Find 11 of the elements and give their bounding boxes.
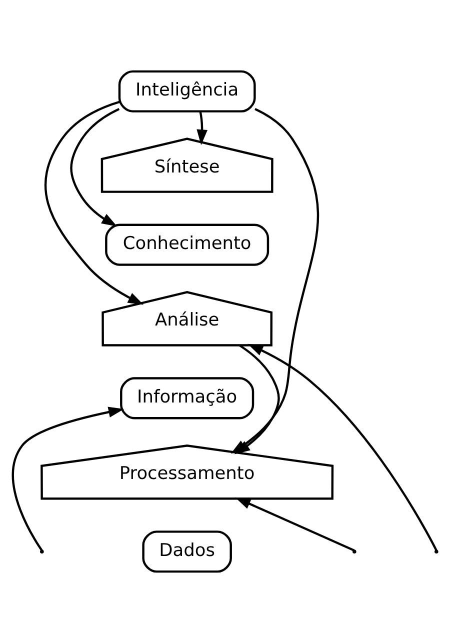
arrow bbox=[196, 112, 208, 146]
arrow bbox=[235, 497, 355, 552]
node-box: Conhecimento bbox=[105, 224, 270, 266]
node-box: Informação bbox=[120, 377, 254, 420]
arrow bbox=[44, 100, 144, 305]
node-box: Dados bbox=[142, 530, 232, 573]
arrow bbox=[12, 406, 124, 552]
arrow bbox=[248, 344, 438, 551]
arrow bbox=[70, 108, 120, 226]
node-box: Inteligência bbox=[118, 70, 256, 112]
arrow bbox=[234, 344, 280, 454]
